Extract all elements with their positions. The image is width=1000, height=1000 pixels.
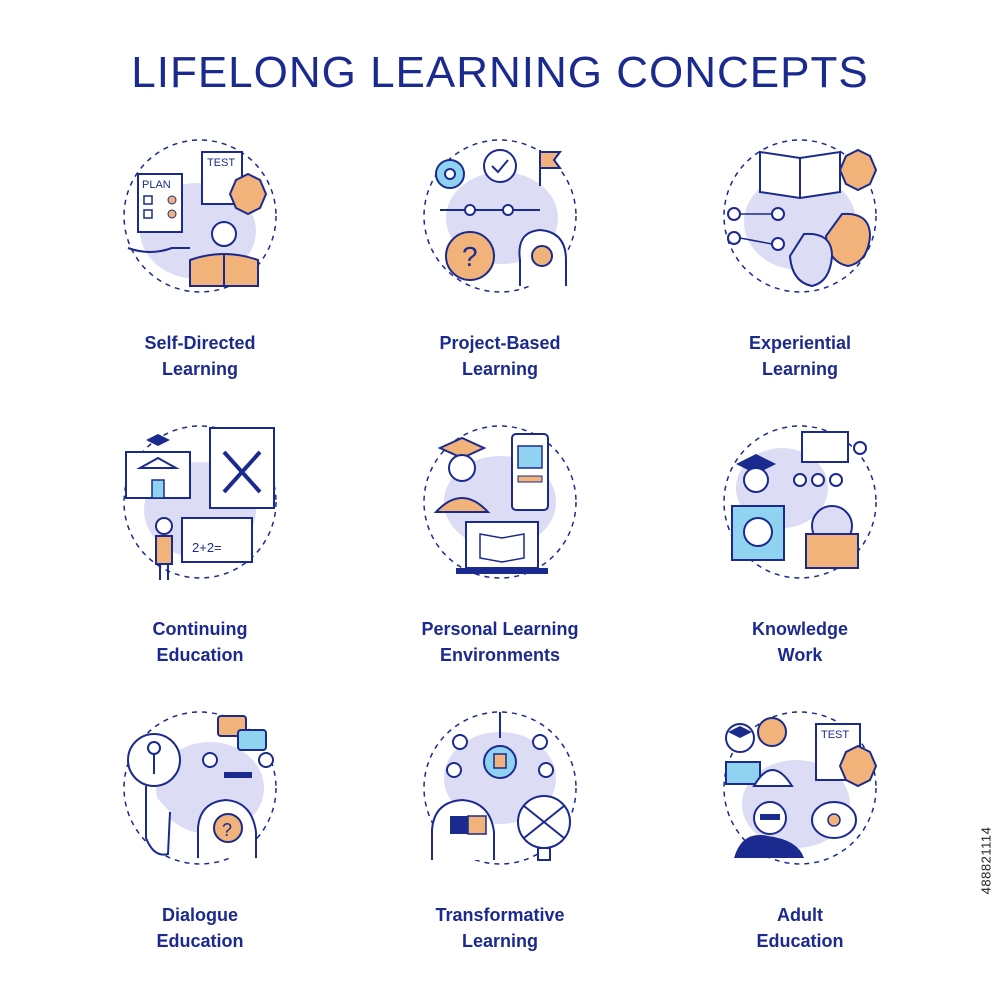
- concept-card-transformative-learning: Transformative Learning: [350, 702, 650, 988]
- elder-test-icon: TEST: [720, 708, 880, 868]
- puzzle-brain-icon: [420, 708, 580, 868]
- test-text: TEST: [821, 729, 849, 741]
- concept-label: Dialogue Education: [156, 905, 244, 951]
- concept-label: Self-Directed Learning: [144, 333, 256, 379]
- math-text: 2+2=: [192, 540, 222, 555]
- concept-label: Transformative Learning: [435, 905, 565, 951]
- concept-label: Knowledge Work: [751, 619, 848, 665]
- key-chat-head-icon: ?: [120, 708, 280, 868]
- test-text: TEST: [207, 157, 235, 169]
- concept-card-experiential-learning: Experiential Learning: [650, 130, 950, 416]
- concept-card-continuing-education: 2+2= Continuing Education: [50, 416, 350, 702]
- concept-card-project-based-learning: ? Project-Based Learning: [350, 130, 650, 416]
- plan-text: PLAN: [142, 179, 171, 191]
- student-phone-laptop-icon: [420, 422, 580, 582]
- svg-text:?: ?: [222, 820, 232, 840]
- concept-card-personal-learning-environments: Personal Learning Environments: [350, 416, 650, 702]
- meeting-clock-briefcase-icon: [720, 422, 880, 582]
- concept-label: Experiential Learning: [748, 333, 852, 379]
- concept-label: Continuing Education: [152, 619, 248, 665]
- school-tools-teacher-icon: 2+2=: [120, 422, 280, 582]
- svg-text:?: ?: [462, 241, 478, 272]
- concept-card-adult-education: TEST Adult Education: [650, 702, 950, 988]
- page-title: LIFELONG LEARNING CONCEPTS: [131, 48, 869, 97]
- gear-flag-idea-icon: ?: [420, 136, 580, 296]
- concept-label: Adult Education: [756, 905, 844, 951]
- concept-label: Project-Based Learning: [439, 333, 561, 379]
- concept-card-dialogue-education: ? Dialogue Education: [50, 702, 350, 988]
- concept-grid: PLAN TEST Self-Directed Learning: [50, 130, 950, 960]
- plan-test-reader-icon: PLAN TEST: [120, 136, 280, 296]
- concept-label: Personal Learning Environments: [421, 619, 579, 665]
- book-masks-icon: [720, 136, 880, 296]
- concept-card-knowledge-work: Knowledge Work: [650, 416, 950, 702]
- stock-id-label: 488821114: [978, 826, 994, 894]
- concept-card-self-directed-learning: PLAN TEST Self-Directed Learning: [50, 130, 350, 416]
